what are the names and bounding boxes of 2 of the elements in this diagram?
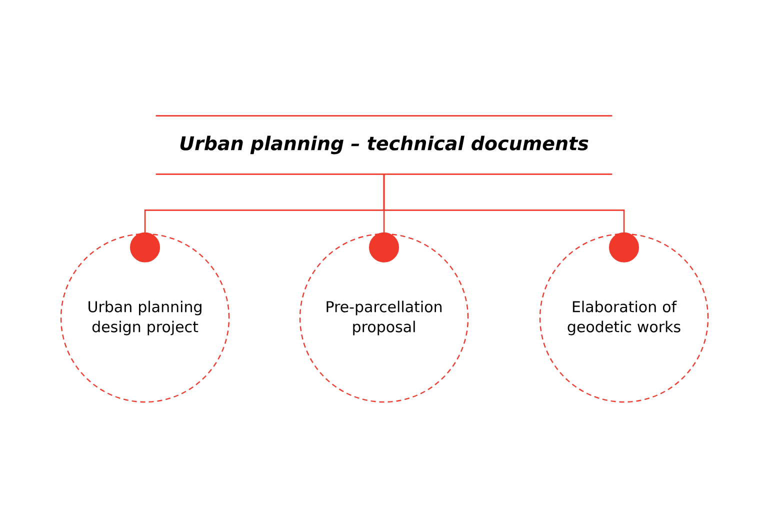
title-band: Urban planning – technical documents (156, 115, 612, 175)
connector (383, 174, 639, 262)
